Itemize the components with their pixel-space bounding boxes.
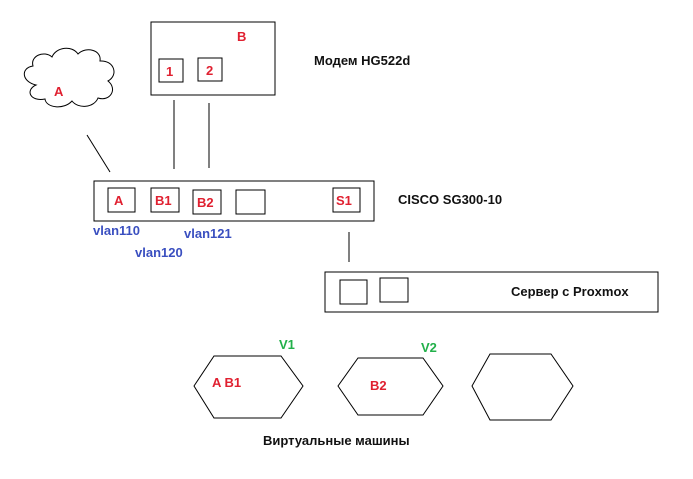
server-device: Сервер с Proxmox [324, 271, 659, 313]
vm-1-hexagon [193, 355, 304, 419]
modem-device: B 1 2 [150, 21, 276, 96]
cloud-label: A [54, 84, 64, 99]
switch-port-empty [235, 189, 266, 215]
internet-cloud: A [23, 47, 115, 108]
modem-port-2-label: 2 [206, 63, 213, 78]
cloud-shape [23, 47, 115, 108]
vm-3 [471, 353, 574, 421]
server-caption: Сервер с Proxmox [511, 284, 629, 299]
switch-port-s1 [332, 187, 361, 213]
vm-group-label-v1: V1 [279, 337, 295, 352]
vm-2: B2 [337, 357, 444, 416]
vm-2-hexagon [337, 357, 444, 416]
modem-port-1-label: 1 [166, 64, 173, 79]
vm-group-label-v2: V2 [421, 340, 437, 355]
switch-port-a-label: A [114, 193, 124, 208]
switch-port-b1-label: B1 [155, 193, 172, 208]
switch-port-b2 [192, 189, 222, 215]
switch-box [93, 180, 375, 222]
vlan-label-120: vlan120 [135, 245, 183, 260]
server-box [324, 271, 659, 313]
modem-port-2 [197, 57, 223, 82]
server-port-2 [379, 277, 409, 303]
vm-1: A B1 [193, 355, 304, 419]
switch-device: A B1 B2 S1 [93, 180, 375, 222]
vm-1-content: A B1 [212, 375, 241, 390]
vm-2-content: B2 [370, 378, 387, 393]
vm-3-hexagon [471, 353, 574, 421]
switch-caption: CISCO SG300-10 [398, 192, 502, 207]
switch-port-b1 [150, 187, 180, 213]
vlan-label-110: vlan110 [93, 223, 140, 238]
vlan-label-121: vlan121 [184, 226, 232, 241]
switch-port-b2-label: B2 [197, 195, 214, 210]
switch-port-a [107, 187, 136, 213]
modem-port-group-label: B [237, 29, 246, 44]
switch-port-s1-label: S1 [336, 193, 352, 208]
modem-box [150, 21, 276, 96]
vms-caption: Виртуальные машины [263, 433, 410, 448]
modem-caption: Модем HG522d [314, 53, 410, 68]
modem-port-1 [158, 58, 184, 83]
server-port-1 [339, 279, 368, 305]
link-cloud-switch [86, 134, 111, 173]
